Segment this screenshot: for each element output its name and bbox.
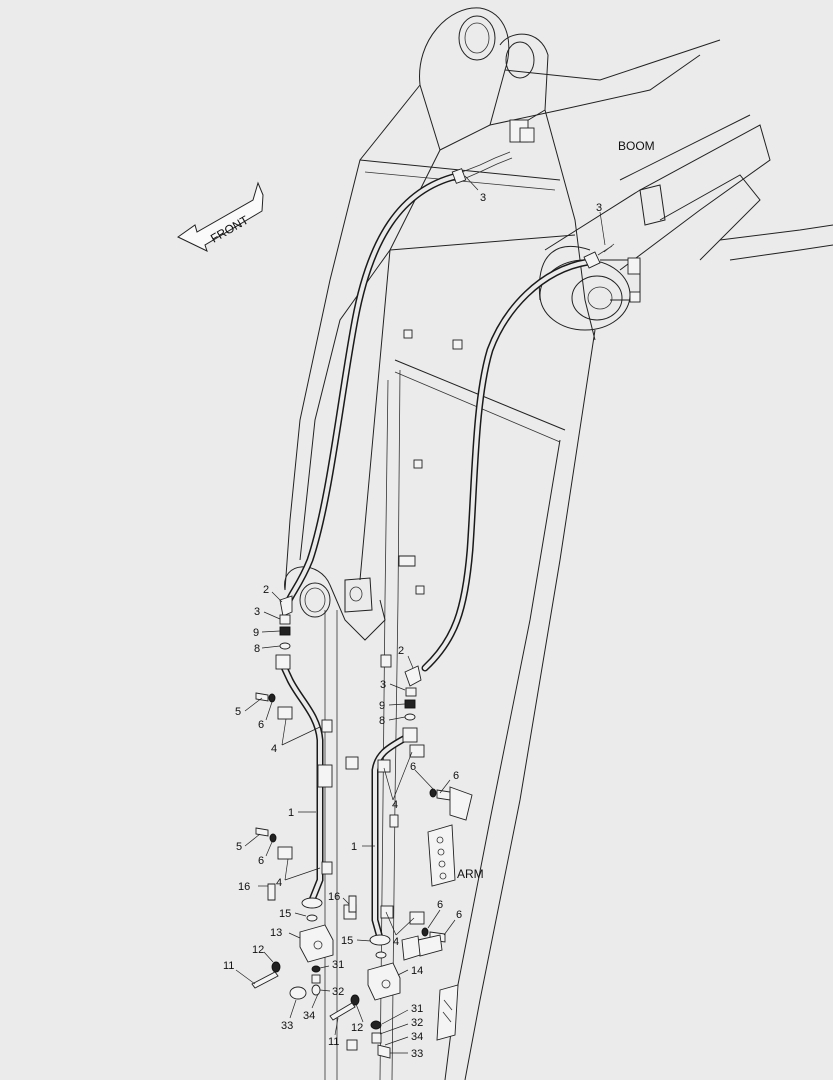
top-hose-fitting (461, 151, 513, 191)
callout-32: 32 (411, 1017, 423, 1029)
boom-structure (284, 7, 833, 1080)
callout-6: 6 (456, 909, 462, 921)
callout-11: 11 (328, 1036, 339, 1048)
callout-16: 16 (328, 891, 340, 903)
callout-4: 4 (393, 936, 399, 948)
callout-31: 31 (411, 1003, 423, 1015)
left-pipe-assembly (251, 595, 334, 1000)
callout-31: 31 (332, 959, 344, 971)
callout-4: 4 (271, 743, 277, 755)
callout-4: 4 (276, 877, 282, 889)
boom-label: BOOM (618, 139, 655, 153)
right-hose (421, 243, 615, 672)
callout-6: 6 (258, 855, 264, 867)
callout-11: 11 (223, 960, 234, 972)
callout-9: 9 (379, 700, 385, 712)
callout-8: 8 (254, 643, 260, 655)
callout-6: 6 (453, 770, 459, 782)
callout-8: 8 (379, 715, 385, 727)
callout-5: 5 (236, 841, 242, 853)
callout-34: 34 (411, 1031, 423, 1043)
callout-3: 3 (254, 606, 260, 618)
callout-34: 34 (303, 1010, 315, 1022)
callout-9: 9 (253, 627, 259, 639)
right-pipe-assembly (329, 665, 473, 1059)
callout-1: 1 (288, 807, 294, 819)
arm-label: ARM (457, 867, 484, 881)
callout-3: 3 (596, 202, 602, 214)
callout-2: 2 (398, 645, 404, 657)
callout-13: 13 (270, 927, 282, 939)
callout-6: 6 (410, 761, 416, 773)
callout-33: 33 (281, 1020, 293, 1032)
left-hose (283, 168, 467, 609)
callout-5: 5 (235, 706, 241, 718)
callout-12: 12 (252, 944, 264, 956)
callout-15: 15 (279, 908, 291, 920)
callout-6: 6 (437, 899, 443, 911)
callout-15: 15 (341, 935, 353, 947)
front-direction-arrow: FRONT (177, 181, 264, 252)
callout-16: 16 (238, 881, 250, 893)
callout-3: 3 (380, 679, 386, 691)
callout-3: 3 (480, 192, 486, 204)
callout-6: 6 (258, 719, 264, 731)
callout-2: 2 (263, 584, 269, 596)
callout-12: 12 (351, 1022, 363, 1034)
callout-1: 1 (351, 841, 357, 853)
callout-32: 32 (332, 986, 344, 998)
callout-numbers: 3 3 2 3 9 8 5 6 4 1 5 6 16 4 15 13 12 11… (223, 192, 602, 1060)
leader-lines (235, 211, 606, 1054)
callout-14: 14 (411, 965, 423, 977)
callout-4: 4 (392, 799, 398, 811)
callout-33: 33 (411, 1048, 423, 1060)
